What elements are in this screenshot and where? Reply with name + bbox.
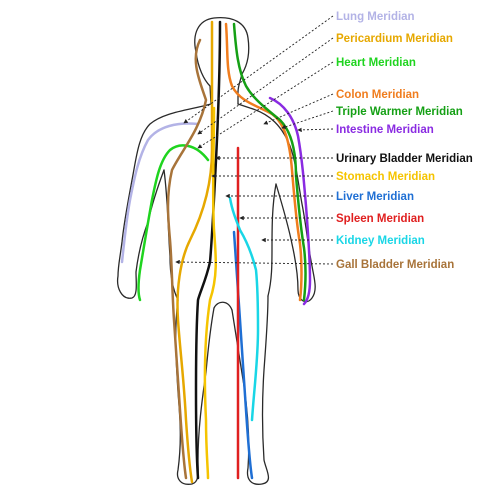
lung-meridian-label: Lung Meridian: [336, 11, 415, 23]
spleen-meridian-label: Spleen Meridian: [336, 213, 424, 225]
urinary-bladder-meridian-label: Urinary Bladder Meridian: [336, 153, 473, 165]
pointer-lines: [175, 15, 334, 265]
gall-bladder-meridian-label: Gall Bladder Meridian: [336, 259, 454, 271]
intestine-pointer: [297, 127, 334, 133]
intestine-meridian-line: [268, 96, 312, 306]
kidney-meridian-label: Kidney Meridian: [336, 235, 425, 247]
liver-meridian-line: [232, 230, 254, 480]
triple-warmer-meridian-label: Triple Warmer Meridian: [336, 106, 463, 118]
heart-meridian-label: Heart Meridian: [336, 57, 416, 69]
colon-meridian-line: [224, 22, 303, 302]
lung-pointer: [183, 15, 334, 124]
pericardium-meridian-line: [176, 20, 214, 484]
right-torso-outline: [267, 183, 277, 297]
meridian-legend: Lung Meridian Pericardium Meridian Heart…: [336, 11, 473, 271]
heart-meridian-line: [137, 144, 210, 302]
liver-meridian-label: Liver Meridian: [336, 191, 414, 203]
right-arm-outline: [237, 103, 316, 303]
triple-warmer-meridian-line: [232, 22, 307, 302]
pericardium-meridian-label: Pericardium Meridian: [336, 33, 453, 45]
gall-bladder-meridian-line: [166, 38, 208, 480]
lung-meridian-line: [120, 122, 200, 264]
heart-pointer: [197, 61, 334, 149]
urinary-bladder-meridian-line: [194, 20, 222, 480]
crotch-outline: [213, 301, 233, 311]
colon-pointer: [263, 93, 334, 125]
intestine-meridian-label: Intestine Meridian: [336, 124, 434, 136]
colon-meridian-label: Colon Meridian: [336, 89, 419, 101]
stomach-meridian-label: Stomach Meridian: [336, 171, 435, 183]
stomach-meridian-line: [203, 106, 218, 480]
kidney-meridian-line: [228, 196, 260, 422]
left-arm-outline: [116, 103, 212, 299]
head-outline: [194, 16, 250, 105]
triple-warmer-pointer: [281, 110, 334, 129]
